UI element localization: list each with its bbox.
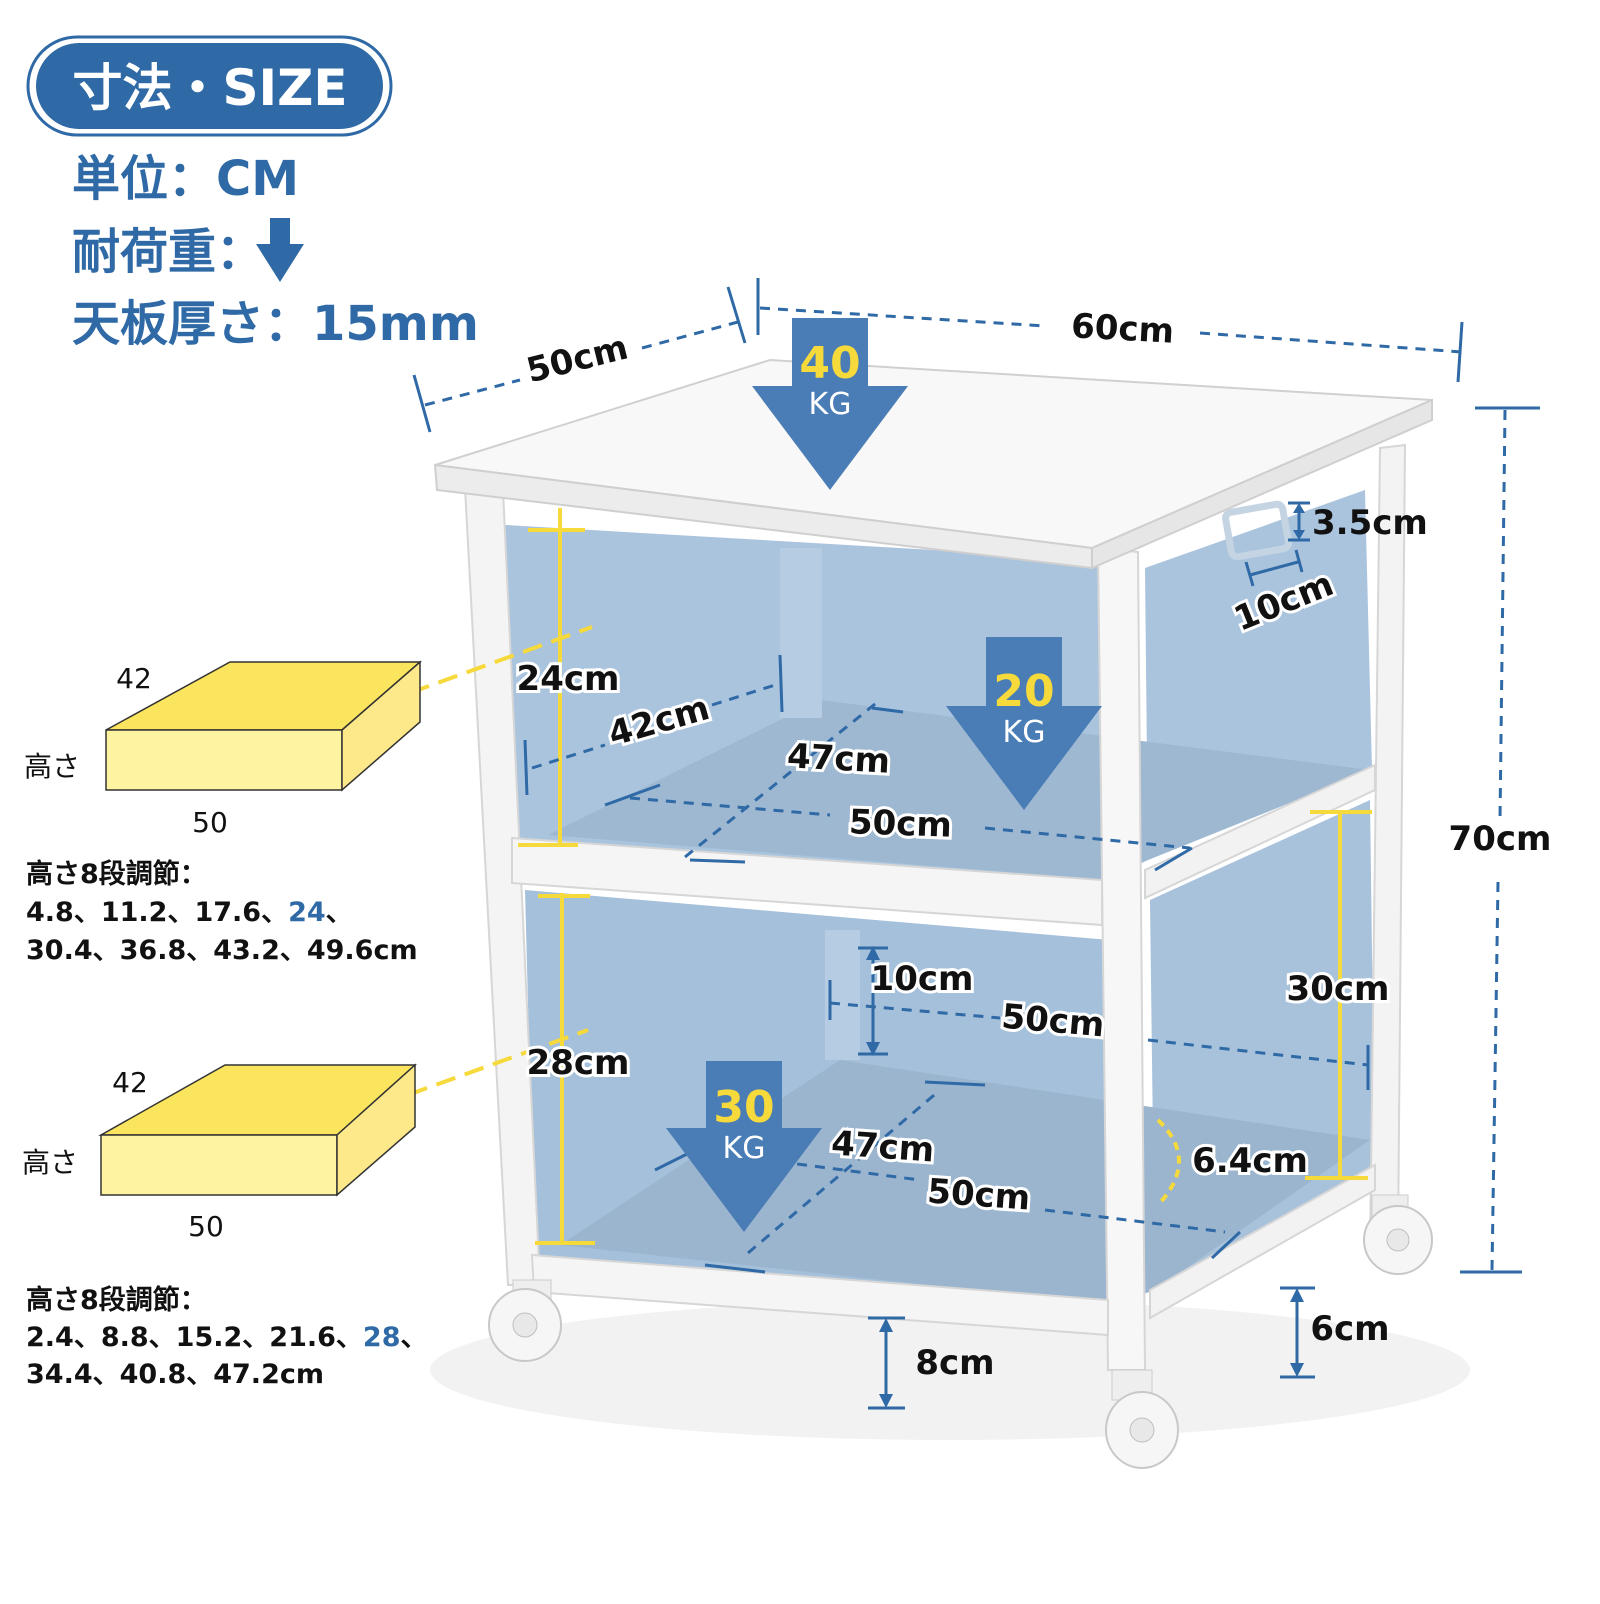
- box-lower-width: 50: [188, 1210, 224, 1243]
- side-clearance-label: 6cm: [1310, 1309, 1389, 1349]
- unit-label: 単位：CM: [72, 151, 299, 207]
- load-middle-value: 20: [993, 666, 1054, 717]
- box-upper-width: 50: [192, 806, 228, 839]
- upper-adjust-highlight: 24: [288, 897, 326, 928]
- load-label: 耐荷重：: [72, 224, 264, 280]
- dimension-lines: [412, 278, 1540, 1410]
- depth-label: 50cm: [523, 327, 633, 391]
- cart-illustration: [430, 358, 1470, 1469]
- lower-adjust-line1-pre: 2.4、8.8、15.2、21.6、: [26, 1322, 363, 1353]
- size-badge: 寸法・SIZE: [26, 35, 393, 137]
- load-arrow-top: 40 KG: [752, 318, 908, 490]
- load-bottom-unit: KG: [723, 1131, 766, 1166]
- right-height-label: 30cm: [1287, 969, 1390, 1009]
- upper-adjust-title: 高さ8段調節：: [26, 859, 207, 890]
- load-top-unit: KG: [809, 387, 852, 422]
- box-lower: 42 高さ 50: [22, 1063, 417, 1243]
- upper-adjust-line2: 30.4、36.8、43.2、49.6cm: [26, 935, 418, 966]
- top-thickness-label: 天板厚さ：15mm: [72, 296, 479, 352]
- lower-adjust-block: 高さ8段調節： 2.4、8.8、15.2、21.6、28、 34.4、40.8、…: [26, 1282, 427, 1393]
- upper-inner-label: 47cm: [786, 736, 891, 781]
- lower-gap-label: 10cm: [871, 959, 974, 999]
- width-label: 60cm: [1070, 306, 1175, 351]
- load-bottom-value: 30: [713, 1082, 774, 1133]
- lower-height-label: 28cm: [527, 1043, 630, 1083]
- lower-width-label: 50cm: [926, 1171, 1031, 1218]
- caster-back-right: [1363, 1194, 1433, 1275]
- height-label: 70cm: [1449, 819, 1552, 859]
- load-arrow-middle: 20 KG: [946, 637, 1102, 810]
- load-arrow-bottom: 30 KG: [666, 1061, 822, 1232]
- box-upper-depth: 42: [116, 662, 152, 695]
- bottom-clearance-label: 8cm: [915, 1343, 994, 1383]
- handle-height-label: 3.5cm: [1312, 503, 1428, 543]
- upper-height-label: 24cm: [517, 659, 620, 699]
- upper-adjust-line1-post: 、: [325, 897, 353, 928]
- upper-adjust-line1: 4.8、11.2、17.6、24、: [26, 894, 418, 932]
- lower-inner-label: 47cm: [830, 1123, 935, 1170]
- badge-text: 寸法・SIZE: [72, 59, 347, 117]
- box-lower-height-label: 高さ: [22, 1146, 78, 1179]
- upper-adjust-line1-pre: 4.8、11.2、17.6、: [26, 897, 289, 928]
- caster-front-left: [488, 1279, 562, 1362]
- load-middle-unit: KG: [1003, 715, 1046, 750]
- lower-adjust-line1-post: 、: [400, 1322, 428, 1353]
- upper-width-label: 50cm: [848, 802, 952, 846]
- upper-adjust-block: 高さ8段調節： 4.8、11.2、17.6、24、 30.4、36.8、43.2…: [26, 856, 418, 970]
- lower-adjust-title: 高さ8段調節：: [26, 1285, 207, 1316]
- box-upper-height-label: 高さ: [24, 750, 80, 783]
- box-upper: 42 高さ 50: [24, 660, 423, 839]
- lower-adjust-line1: 2.4、8.8、15.2、21.6、28、: [26, 1319, 427, 1356]
- caster-front-right: [1105, 1369, 1179, 1469]
- box-lower-depth: 42: [112, 1066, 148, 1099]
- side-gap-label: 6.4cm: [1192, 1141, 1308, 1181]
- down-arrow-icon: [256, 218, 304, 282]
- lower-adjust-line2: 34.4、40.8、47.2cm: [26, 1359, 324, 1390]
- lower-adjust-highlight: 28: [362, 1322, 401, 1353]
- load-top-value: 40: [799, 338, 860, 389]
